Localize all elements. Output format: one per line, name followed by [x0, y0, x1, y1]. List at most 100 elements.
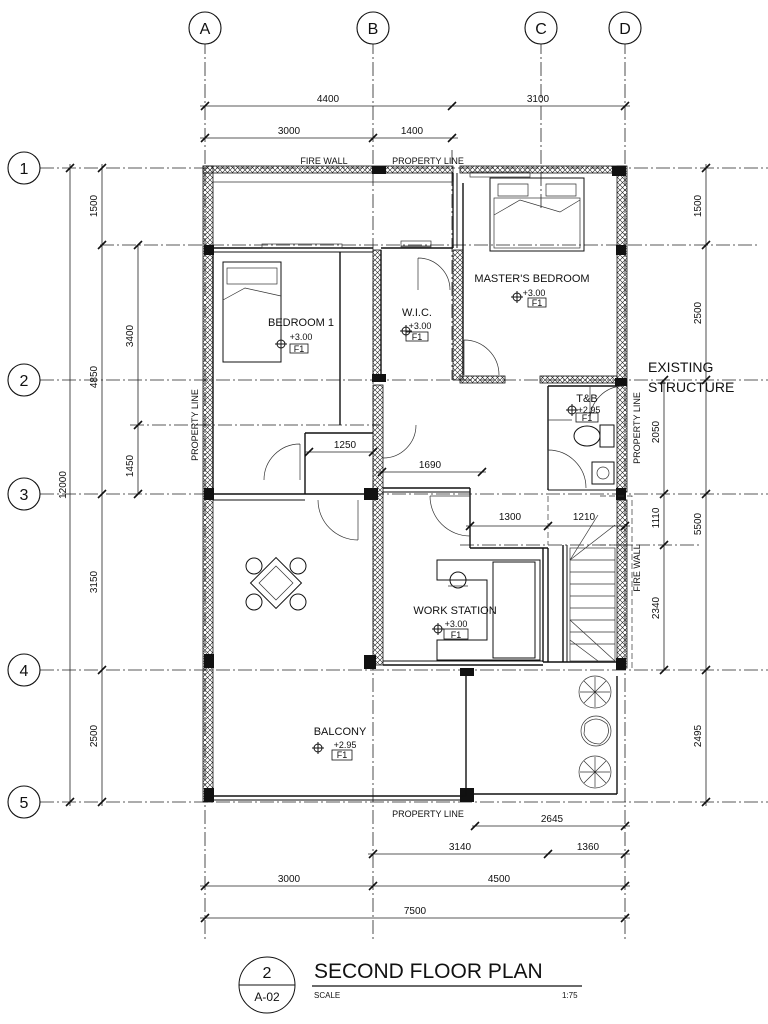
bedroom1-window [261, 243, 343, 249]
dim-4400: 4400 [317, 94, 340, 105]
title-scale-value: 1:75 [562, 991, 578, 1000]
title-sheet: A-02 [254, 990, 280, 1004]
furniture [222, 171, 615, 789]
room-level-masters-bedroom: +3.00 [523, 288, 546, 298]
label-property-line-left: PROPERTY LINE [190, 389, 200, 461]
room-level-tb: +2.95 [578, 405, 601, 415]
top-dimensions: 4400 3100 3000 1400 [200, 94, 630, 143]
dim-4500: 4500 [488, 874, 511, 885]
grid-bubble-4: 4 [7, 653, 41, 687]
bottom-dimensions: 2645 3140 1360 3000 4500 7500 [200, 814, 630, 923]
level-marker-tb [566, 404, 599, 423]
dim-1210: 1210 [573, 512, 596, 523]
title-text: SECOND FLOOR PLAN [314, 960, 543, 983]
label-existing: EXISTING [648, 359, 713, 375]
room-level-work-station: +3.00 [445, 619, 468, 629]
level-marker-work [432, 623, 469, 640]
grid-bubble-d: D [608, 11, 642, 45]
dim-1500-left: 1500 [89, 194, 100, 217]
room-tag-wic: F1 [412, 332, 423, 342]
grid-label-1: 1 [20, 161, 29, 178]
grid-bubble-3: 3 [7, 477, 41, 511]
label-property-line-right: PROPERTY LINE [632, 392, 642, 464]
grid-label-c: C [535, 21, 547, 38]
label-property-line-top: PROPERTY LINE [392, 156, 464, 166]
annotations: FIRE WALL PROPERTY LINE PROPERTY LINE PR… [190, 156, 734, 819]
exterior-walls [202, 165, 628, 803]
dim-1400: 1400 [401, 126, 424, 137]
room-level-balcony: +2.95 [334, 740, 357, 750]
grid-bubble-5: 5 [7, 785, 41, 819]
dim-1300: 1300 [499, 512, 522, 523]
plant-icon-1 [578, 675, 612, 709]
interior-walls [212, 173, 618, 801]
dim-7500: 7500 [404, 906, 427, 917]
dim-12000: 12000 [58, 471, 69, 499]
room-name-work-station: WORK STATION [413, 605, 496, 617]
dim-3140: 3140 [449, 842, 472, 853]
masters-bed-icon [489, 177, 585, 252]
dim-3000-top: 3000 [278, 126, 301, 137]
room-tag-balcony: F1 [337, 750, 348, 760]
grid-label-3: 3 [20, 487, 29, 504]
dim-2050: 2050 [651, 420, 662, 443]
dim-3000-bottom: 3000 [278, 874, 301, 885]
grid-label-4: 4 [20, 663, 29, 680]
grid-bubble-b: B [356, 11, 390, 45]
dim-3400: 3400 [125, 324, 136, 347]
room-name-bedroom1: BEDROOM 1 [268, 317, 334, 329]
room-name-wic: W.I.C. [402, 307, 432, 319]
columns [204, 166, 627, 802]
dim-1500-right: 1500 [693, 194, 704, 217]
label-fire-wall-right: FIRE WALL [632, 544, 642, 591]
level-markers [275, 291, 599, 761]
toilet-icon [573, 424, 615, 448]
title-number: 2 [263, 965, 272, 982]
dim-2500-left: 2500 [89, 724, 100, 747]
dim-1690: 1690 [419, 460, 442, 471]
dim-3150: 3150 [89, 570, 100, 593]
room-tag-masters-bedroom: F1 [532, 298, 543, 308]
right-dimensions: 1500 2500 5500 2495 2050 1110 2340 [651, 163, 711, 807]
grid-label-b: B [368, 21, 379, 38]
dim-2340: 2340 [651, 596, 662, 619]
level-marker-master [511, 291, 547, 308]
grid-bubble-1: 1 [7, 151, 41, 185]
room-name-balcony: BALCONY [314, 726, 367, 738]
master-window [469, 171, 531, 178]
level-marker-bedroom1 [275, 338, 309, 354]
room-labels: MASTER'S BEDROOM +3.00 F1 BEDROOM 1 +3.0… [268, 273, 600, 760]
lavatory-icon [591, 461, 615, 485]
level-marker-wic [400, 325, 429, 342]
plant-icon-3 [578, 755, 612, 789]
title-block: 2 A-02 SECOND FLOOR PLAN SCALE 1:75 [238, 956, 582, 1014]
dim-1450: 1450 [125, 454, 136, 477]
grid-bubble-c: C [524, 11, 558, 45]
stairs [547, 495, 633, 668]
grid-label-5: 5 [20, 795, 29, 812]
grid-label-2: 2 [20, 373, 29, 390]
dim-1360: 1360 [577, 842, 600, 853]
dim-2500-right: 2500 [693, 301, 704, 324]
room-level-bedroom1: +3.00 [290, 332, 313, 342]
level-marker-balcony [312, 742, 353, 761]
label-property-line-bottom: PROPERTY LINE [392, 809, 464, 819]
dim-2495: 2495 [693, 724, 704, 747]
label-structure: STRUCTURE [648, 379, 734, 395]
dim-1250: 1250 [334, 440, 357, 451]
grid-label-a: A [200, 21, 211, 38]
dim-2645: 2645 [541, 814, 564, 825]
bedroom1-bed-icon [222, 261, 282, 363]
work-desk-icon [436, 559, 541, 661]
dim-3100: 3100 [527, 94, 550, 105]
dim-4850: 4850 [89, 365, 100, 388]
label-fire-wall-top: FIRE WALL [300, 156, 347, 166]
room-tag-tb: F1 [582, 413, 593, 423]
grid-bubble-2: 2 [7, 363, 41, 397]
grid-label-d: D [619, 21, 631, 38]
dim-5500: 5500 [693, 512, 704, 535]
room-name-masters-bedroom: MASTER'S BEDROOM [474, 273, 589, 285]
doors [263, 240, 625, 541]
room-tag-bedroom1: F1 [294, 344, 305, 354]
